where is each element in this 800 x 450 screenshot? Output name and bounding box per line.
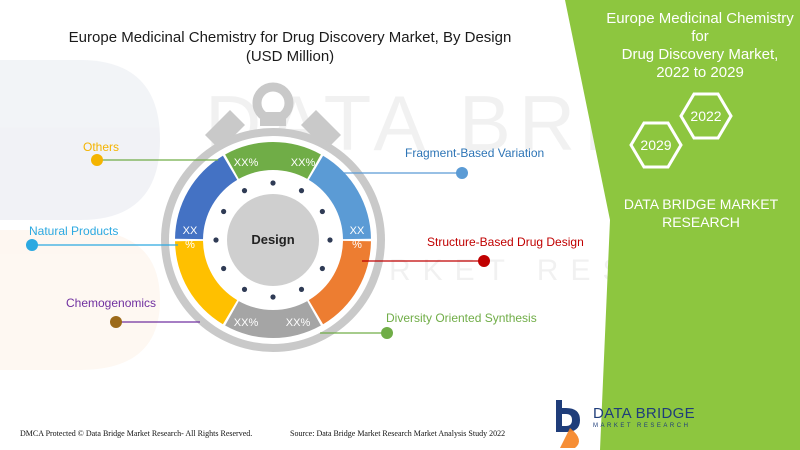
tick-dot	[221, 208, 227, 215]
tick-dot	[221, 265, 227, 272]
category-structure-based-drug-design: Structure-Based Drug Design	[427, 235, 584, 249]
brand-line1: DATA BRIDGE MARKET	[623, 196, 779, 212]
logo-icon	[556, 400, 580, 448]
side-title-line2: Drug Discovery Market,	[621, 46, 779, 63]
chart-title-line1: Europe Medicinal Chemistry for Drug Disc…	[68, 29, 512, 46]
side-panel	[565, 0, 800, 450]
callout-dot-diversity	[381, 327, 393, 339]
center-hub	[227, 194, 319, 286]
footer-copyright: DMCA Protected © Data Bridge Market Rese…	[20, 429, 253, 438]
stopwatch-crown	[205, 82, 341, 150]
logo: DATA BRIDGE MARKET RESEARCH	[593, 405, 695, 429]
segment-label-structure-based: XX%	[350, 225, 365, 251]
segment-label-part: XX	[350, 225, 365, 237]
watermark	[0, 60, 160, 370]
segment-chemogenomics	[175, 240, 238, 325]
logo-sub-text: MARKET RESEARCH	[593, 423, 691, 429]
chart-title: Europe Medicinal Chemistry for Drug Disc…	[20, 28, 560, 66]
segment-label-chemogenomics: XX%	[234, 317, 259, 329]
logo-main-text: DATA BRIDGE	[593, 405, 695, 422]
segment-structure-based-drug-design	[308, 240, 371, 325]
tick-dot	[241, 188, 248, 194]
callout-dot-others	[91, 154, 103, 166]
callout-dot-structure	[478, 255, 490, 267]
segment-label-diversity: XX%	[286, 317, 311, 329]
segment-diversity-oriented-synthesis	[225, 301, 321, 338]
brand-line2: RESEARCH	[662, 214, 740, 230]
side-title-line3: 2022 to 2029	[656, 64, 744, 81]
segment-natural-products	[175, 155, 238, 240]
segment-others	[225, 142, 321, 179]
segment-label-natural-products: XX%	[183, 225, 198, 251]
callout-dot-fragment	[456, 167, 468, 179]
segment-label-part: %	[352, 239, 362, 251]
segment-label-others: XX%	[234, 157, 259, 169]
segment-label-fragment-based: XX%	[291, 157, 316, 169]
segment-fragment-based-variation	[308, 155, 371, 240]
tick-dot	[298, 188, 305, 194]
tick-dot	[213, 237, 219, 243]
year-hexagon-2022	[679, 92, 733, 140]
year-hexagon-2029	[629, 121, 683, 169]
side-panel-title: Europe Medicinal Chemistry for Drug Disc…	[600, 10, 800, 82]
brand-name: DATA BRIDGE MARKET RESEARCH	[608, 195, 794, 231]
tick-dot	[319, 265, 325, 272]
dial-tick-dots	[213, 180, 333, 300]
category-chemogenomics: Chemogenomics	[66, 296, 156, 310]
category-natural-products: Natural Products	[29, 224, 118, 238]
donut-segments	[175, 142, 371, 338]
tick-dot	[327, 237, 333, 243]
tick-dot	[298, 286, 305, 292]
footer-source: Source: Data Bridge Market Research Mark…	[290, 429, 506, 438]
category-others: Others	[83, 140, 119, 154]
segment-label-part: %	[185, 239, 195, 251]
segment-label-part: XX	[183, 225, 198, 237]
tick-dot	[319, 208, 325, 215]
tick-dot	[270, 180, 276, 186]
tick-dot	[270, 294, 276, 300]
callout-dot-natural	[26, 239, 38, 251]
year-2022: 2022	[690, 108, 721, 124]
category-fragment-based-variation: Fragment-Based Variation	[405, 146, 544, 160]
tick-dot	[241, 286, 248, 292]
center-label: Design	[251, 232, 294, 247]
category-diversity-oriented-synthesis: Diversity Oriented Synthesis	[386, 311, 537, 325]
side-title-line1: Europe Medicinal Chemistry for	[606, 10, 794, 45]
chart-title-line2: (USD Million)	[245, 48, 335, 65]
year-2029: 2029	[640, 137, 671, 153]
callout-dot-chemogenomics	[110, 316, 122, 328]
